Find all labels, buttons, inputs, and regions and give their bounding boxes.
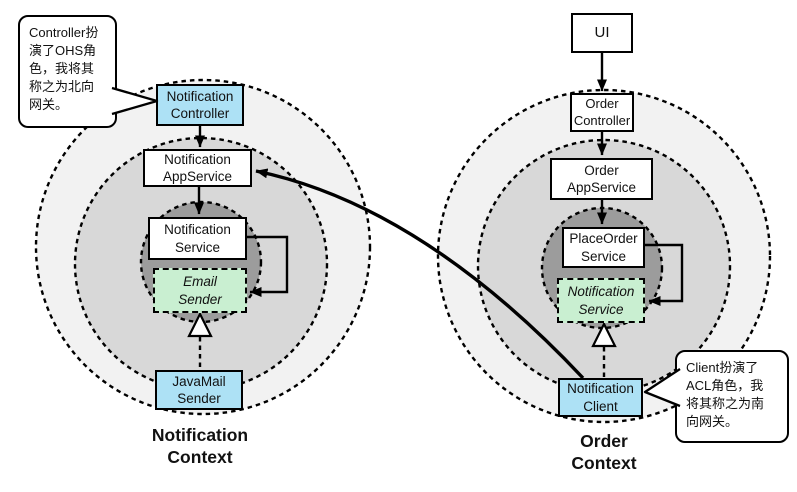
connector-notificationservice-to-emailsender xyxy=(246,235,289,297)
order-appservice-label: Order AppService xyxy=(566,162,637,195)
realization-triangle-emailsender xyxy=(187,311,213,338)
notification-controller-box: Notification Controller xyxy=(156,84,244,126)
order-notification-service-box: Notification Service xyxy=(557,278,645,323)
realization-triangle-notificationservice xyxy=(591,321,617,348)
ui-box: UI xyxy=(571,13,633,53)
order-context-title: Order Context xyxy=(571,431,637,474)
north-gateway-callout-text: Controller扮演了OHS角色，我将其称之为北向网关。 xyxy=(29,25,99,112)
south-gateway-callout: Client扮演了ACL角色，我将其称之为南向网关。 xyxy=(675,350,789,443)
javamail-sender-box: JavaMail Sender xyxy=(155,370,243,410)
order-notification-service-label: Notification Service xyxy=(567,284,635,317)
notification-client-box: Notification Client xyxy=(558,378,643,417)
arrow-client-to-notification-appservice xyxy=(255,168,585,380)
notification-appservice-box: Notification AppService xyxy=(143,149,252,187)
order-controller-label: Order Controller xyxy=(573,95,631,128)
south-gateway-callout-text: Client扮演了ACL角色，我将其称之为南向网关。 xyxy=(686,360,765,429)
notification-service-box: Notification Service xyxy=(148,217,247,260)
order-controller-box: Order Controller xyxy=(570,93,634,132)
order-appservice-box: Order AppService xyxy=(550,158,653,200)
notification-appservice-label: Notification AppService xyxy=(162,151,233,184)
placeorder-service-box: PlaceOrder Service xyxy=(562,227,645,268)
notification-context-title: Notification Context xyxy=(151,425,249,468)
north-gateway-callout: Controller扮演了OHS角色，我将其称之为北向网关。 xyxy=(18,15,117,128)
email-sender-box: Email Sender xyxy=(153,268,247,313)
connector-placeorder-to-notificationservice xyxy=(644,243,684,306)
placeorder-service-label: PlaceOrder Service xyxy=(569,231,638,264)
ui-label: UI xyxy=(594,24,610,42)
notification-client-label: Notification Client xyxy=(567,381,634,414)
notification-service-label: Notification Service xyxy=(164,222,231,255)
email-sender-label: Email Sender xyxy=(178,274,222,307)
javamail-sender-label: JavaMail Sender xyxy=(172,373,226,406)
notification-controller-label: Notification Controller xyxy=(166,88,234,121)
